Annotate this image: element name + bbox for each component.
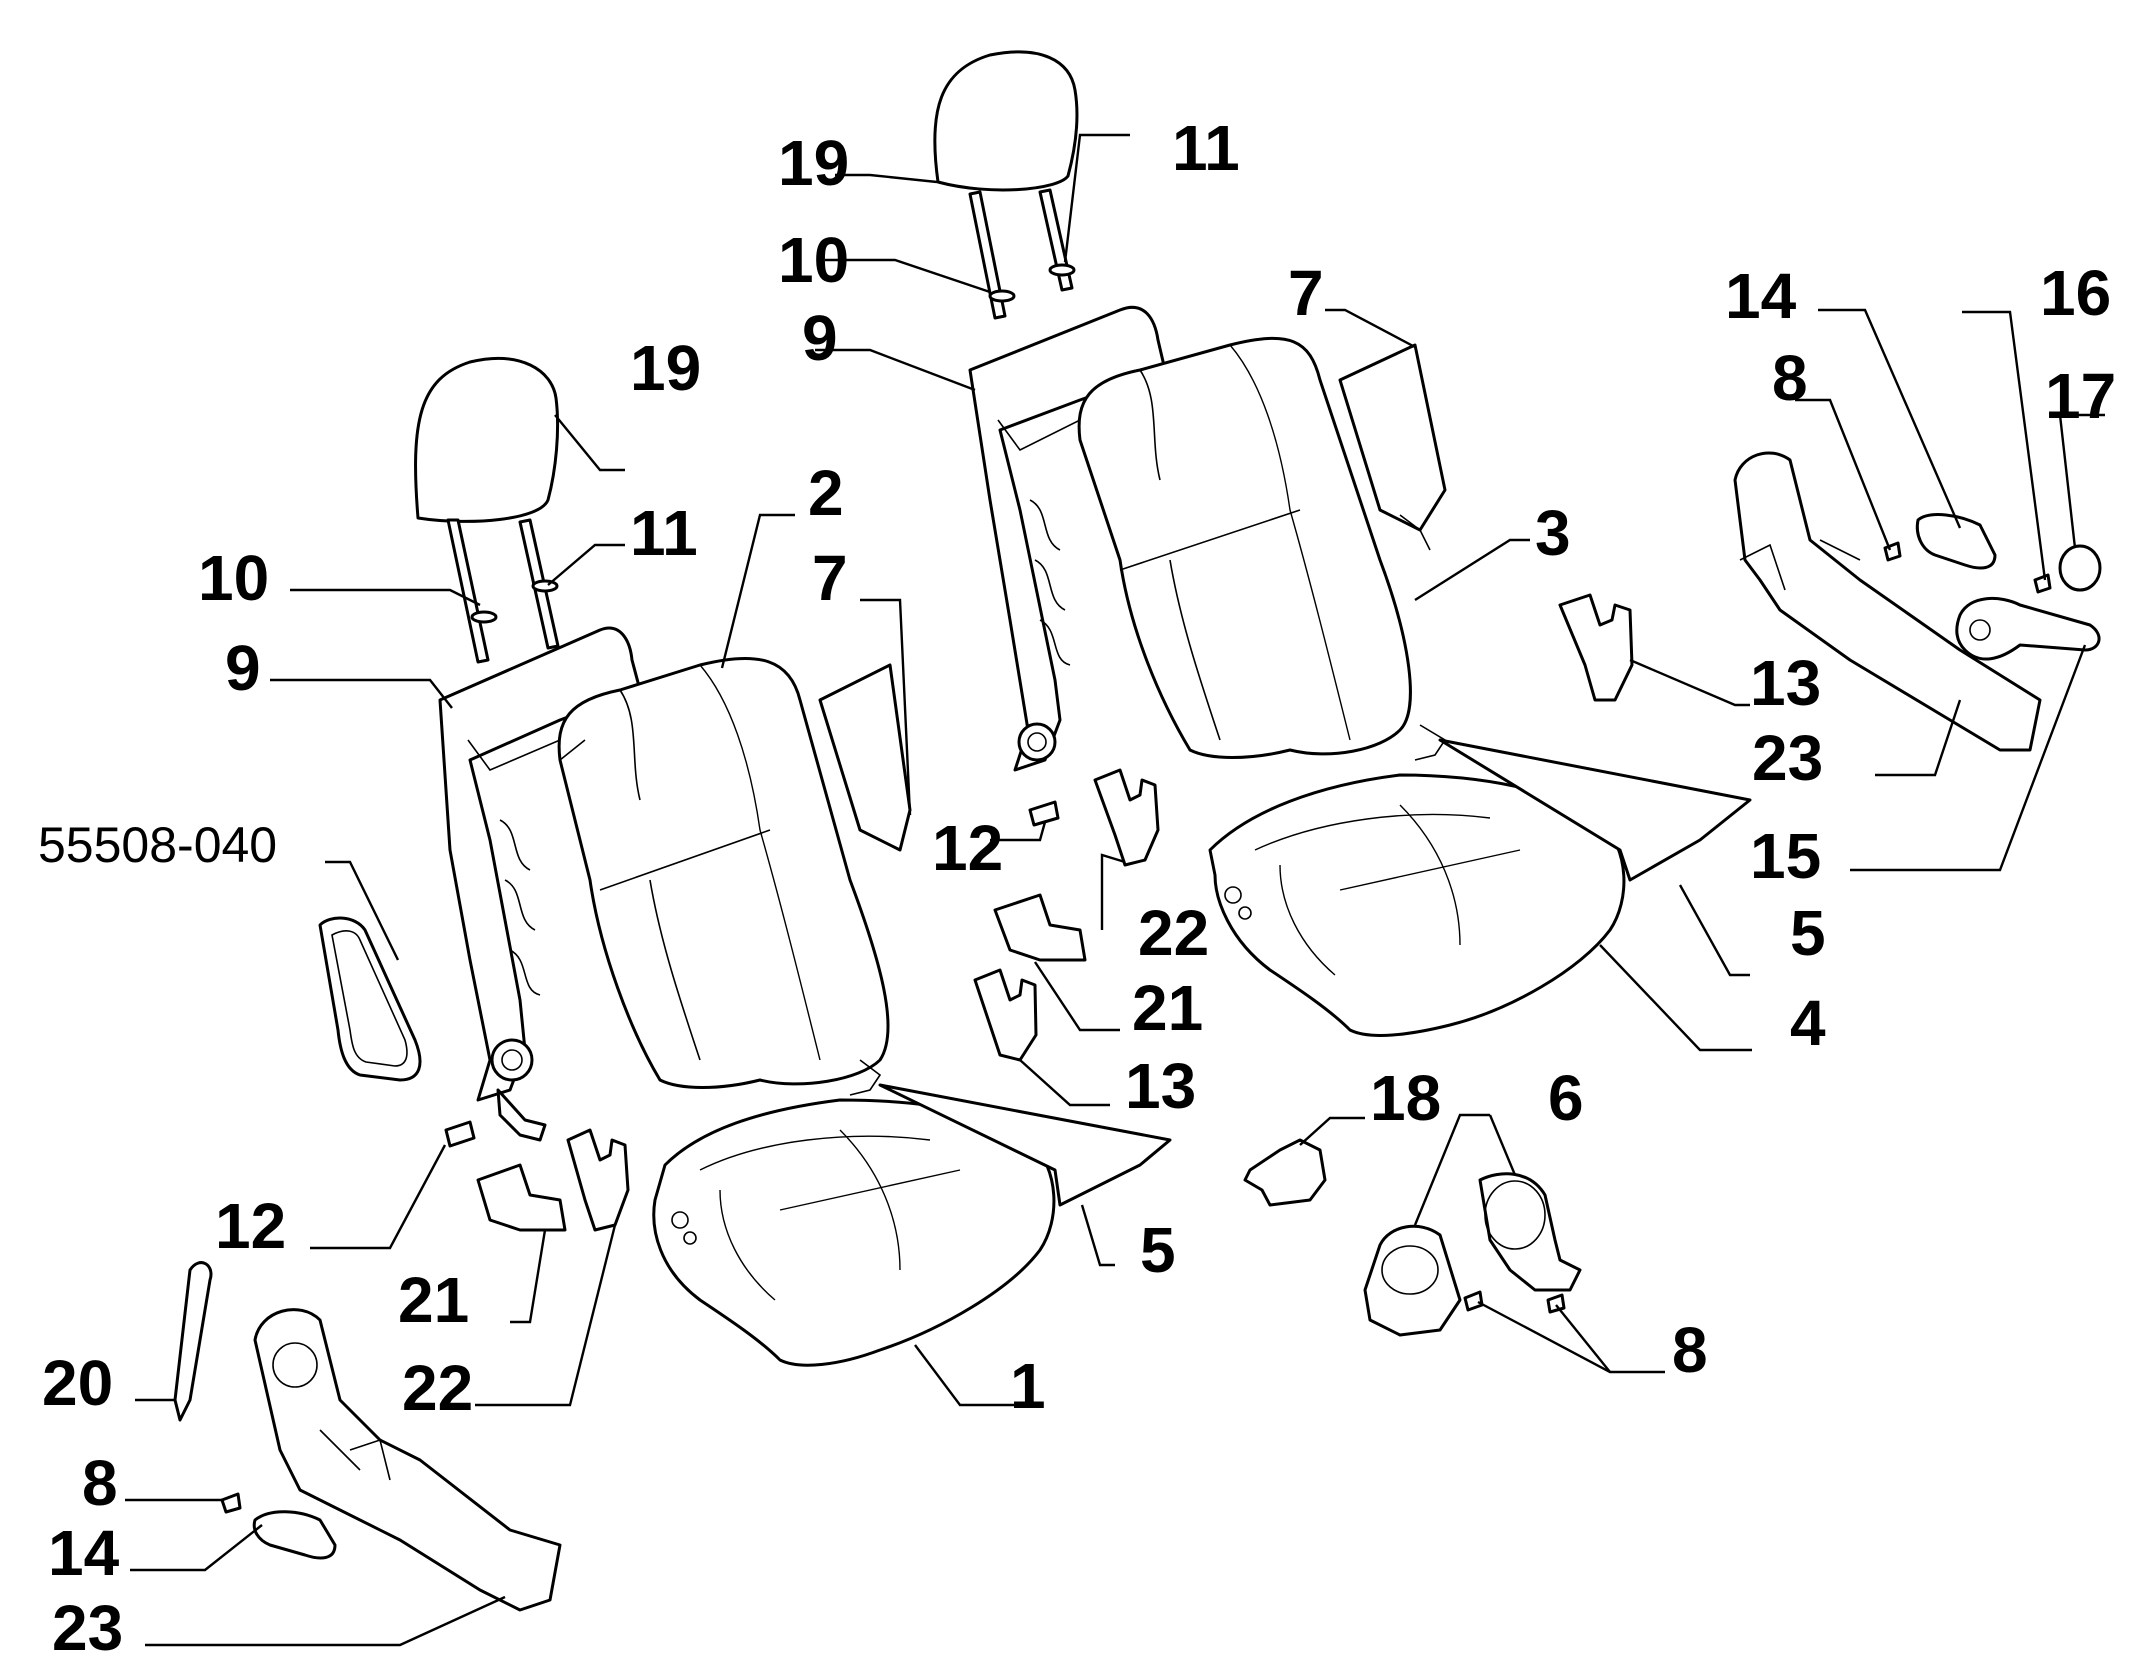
- callout-left-7: 7: [812, 542, 848, 614]
- callout-right-9: 9: [802, 302, 838, 374]
- callout-left-5: 5: [1140, 1214, 1176, 1286]
- left-screw-8: [220, 1492, 242, 1514]
- callout-right-19: 19: [778, 127, 849, 199]
- callout-left-12: 12: [215, 1190, 286, 1262]
- callout-hinge-6: 6: [1548, 1062, 1584, 1134]
- callout-detail-8: 8: [1772, 342, 1808, 414]
- hinge-screw-b: [1546, 1293, 1566, 1314]
- callout-detail-13: 13: [1750, 647, 1821, 719]
- detail-side-trim: [1733, 451, 2042, 752]
- callout-left-ref-55508-040: 55508-040: [38, 817, 277, 873]
- callout-left-2: 2: [808, 457, 844, 529]
- right-headrest: [933, 50, 1079, 320]
- callout-left-23: 23: [52, 1592, 123, 1664]
- left-headrest: [414, 356, 560, 664]
- callout-right-7: 7: [1288, 257, 1324, 329]
- hinge-screw-a: [1463, 1290, 1484, 1312]
- hinge-bracket-18: [1243, 1138, 1327, 1207]
- right-backrest-frame: [968, 305, 1167, 772]
- callout-left-22: 22: [402, 1352, 473, 1424]
- callout-right-13: 13: [1125, 1050, 1196, 1122]
- callout-right-4: 4: [1790, 987, 1826, 1059]
- detail-clip-13: [1558, 593, 1634, 702]
- right-clip-13: [973, 968, 1038, 1062]
- detail-cover-14: [1915, 513, 1997, 570]
- callout-left-20: 20: [42, 1347, 113, 1419]
- hinge-cover-6: [1363, 1172, 1582, 1337]
- callout-left-8: 8: [82, 1447, 118, 1519]
- callout-detail-17: 17: [2045, 360, 2116, 432]
- callout-hinge-8: 8: [1672, 1314, 1708, 1386]
- left-clip-21: [476, 1163, 567, 1232]
- callout-left-9: 9: [225, 632, 261, 704]
- callout-detail-23: 23: [1752, 722, 1823, 794]
- right-bolt-12: [1028, 800, 1060, 827]
- left-clip-22: [566, 1128, 630, 1232]
- right-backrest-cushion: [1077, 337, 1412, 759]
- callout-left-1: 1: [1010, 1350, 1046, 1422]
- right-seat-pocket: [1338, 343, 1447, 532]
- callout-left-21: 21: [398, 1264, 469, 1336]
- callout-left-19: 19: [630, 332, 701, 404]
- detail-bolt-16: [2033, 573, 2052, 594]
- callout-right-12: 12: [932, 812, 1003, 884]
- callout-right-22: 22: [1138, 897, 1209, 969]
- detail-cap-17: [2058, 544, 2102, 592]
- left-seat-pocket: [818, 663, 912, 852]
- left-seat-pan-carpet: [878, 1083, 1172, 1207]
- callout-right-21: 21: [1132, 972, 1203, 1044]
- left-backrest-frame: [438, 626, 642, 1142]
- right-clip-22: [1093, 768, 1160, 867]
- callout-left-10: 10: [198, 542, 269, 614]
- callout-left-14: 14: [48, 1517, 120, 1589]
- detail-lever-15: [1955, 596, 2101, 661]
- right-seat-pan-carpet: [1438, 738, 1752, 882]
- left-side-trim: [253, 1308, 562, 1612]
- right-clip-21: [993, 893, 1087, 962]
- callout-hinge-18: 18: [1370, 1062, 1441, 1134]
- callout-detail-14: 14: [1725, 260, 1797, 332]
- callout-left-11: 11: [630, 497, 698, 569]
- left-seat-cushion: [652, 1098, 1056, 1367]
- callout-detail-16: 16: [2040, 257, 2111, 329]
- left-backrest-cushion: [557, 657, 890, 1089]
- callout-right-10: 10: [778, 224, 849, 296]
- callout-right-11: 11: [1172, 112, 1240, 184]
- callout-right-5: 5: [1790, 897, 1826, 969]
- left-cover-14: [252, 1510, 337, 1560]
- left-strap-20: [173, 1261, 213, 1422]
- left-bolt-12: [444, 1120, 476, 1148]
- leader-lines: [125, 133, 2105, 1647]
- left-side-pad: [318, 916, 422, 1082]
- callout-detail-15: 15: [1750, 820, 1821, 892]
- callout-right-3: 3: [1535, 497, 1571, 569]
- right-seat-cushion: [1208, 773, 1626, 1037]
